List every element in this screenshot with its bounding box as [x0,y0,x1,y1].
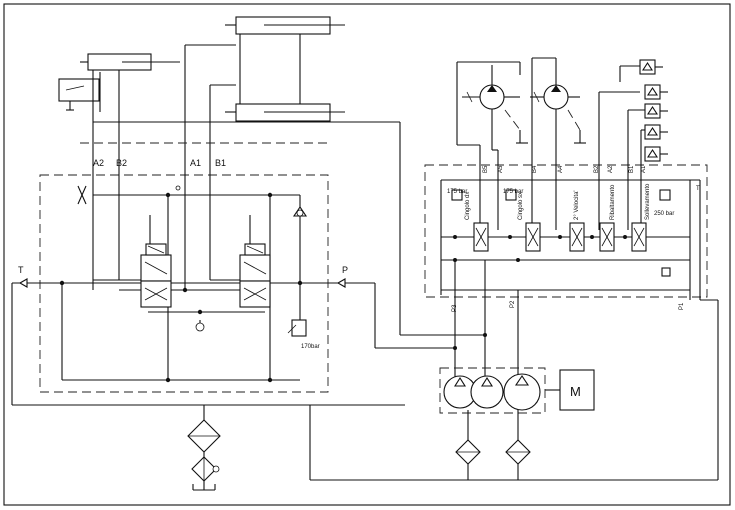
motor-label: M [570,384,581,399]
port-label-b4: B4 [532,165,538,173]
pump-unit [439,367,595,414]
directional-valve-right-3 [569,222,585,252]
right-port-labels: B5 A5 B4 A4 B2 A2 B1 A1 [483,165,647,173]
port-label-t: T [18,265,24,275]
valve-label-sollevamento: Sollevamento [645,183,651,220]
port-label-p: P [342,265,348,275]
valve-label-velocita: 2° Velocita' [574,190,580,220]
directional-valve-right-1 [451,189,489,252]
drawing-frame [3,3,731,506]
gauge-port-left [195,322,205,332]
relief-valve-170 [287,319,307,337]
valve-name-labels: Cingolo dx Cingolo sx 2° Velocita' Ribal… [465,183,651,220]
suction-filters [455,410,531,480]
cylinder-top [225,16,345,122]
right-valve-block-outline [424,164,708,298]
pressure-label-170: 170bar [301,344,320,350]
check-valve-left [292,206,308,217]
hydraulic-motor-1 [462,84,528,144]
port-label-a2: A2 [93,158,104,168]
supply-label-t-right: T [696,186,700,192]
port-label-b1: B1 [215,158,226,168]
port-label-a1: A1 [190,158,201,168]
supply-label-p3: P3 [452,304,458,312]
supply-label-p2: P2 [510,300,516,308]
return-filter [187,405,221,491]
port-label-a5: A5 [498,165,504,173]
hydraulic-motor-2 [530,84,586,144]
junction-dots-right [453,235,627,350]
relief-label-1: 175 bar [447,189,467,195]
valve-label-cingolo-dx: Cingolo dx [465,192,471,220]
valve-label-cingolo-sx: Cingolo sx [518,192,524,220]
directional-valve-left-2 [239,243,271,308]
left-port-labels: A2 B2 A1 B1 T P 170bar [18,158,348,350]
directional-valve-right-4 [599,222,615,252]
relief-label-3: 250 bar [654,211,674,217]
relief-labels: 175 bar 175 bar 250 bar [447,189,674,217]
check-valves-right [639,59,668,162]
directional-valve-right-5 [631,189,671,277]
cylinder-small [80,53,180,71]
port-label-b2: B2 [116,158,127,168]
directional-valve-left-1 [140,243,172,308]
port-label-b5: B5 [483,165,489,173]
port-label-b1-right: B1 [629,165,635,173]
port-label-b2-right: B2 [594,165,600,173]
directional-valve-right-2 [505,189,541,252]
valve-label-ribaltamento: Ribaltamento [610,184,616,220]
port-label-a1-right: A1 [641,165,647,173]
port-label-a4: A4 [558,165,564,173]
port-label-a2-right: A2 [608,165,614,173]
pressure-arrow [336,278,346,288]
relief-label-2: 175 bar [503,189,523,195]
supply-labels: P3 P2 P1 T [452,186,700,312]
supply-label-p1: P1 [679,302,685,310]
relief-valve-top-left [58,72,101,112]
junction-dots-left [59,192,303,383]
tank-arrow [18,278,28,288]
